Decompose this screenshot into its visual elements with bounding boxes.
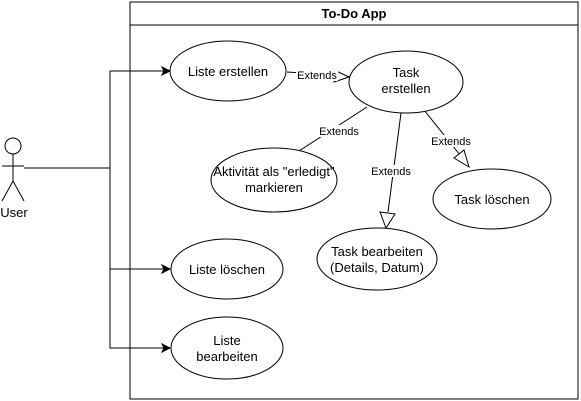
- use-case-task-loeschen: Task löschen: [432, 168, 552, 230]
- system-title: To-Do App: [322, 6, 387, 21]
- use-case-liste-erstellen: Liste erstellen: [169, 40, 287, 102]
- extends-label-1: Extends: [297, 70, 337, 82]
- use-case-label: (Details, Datum): [330, 260, 424, 275]
- actor-name: User: [0, 205, 28, 220]
- extends-relations: Extends Extends Extends Extends: [276, 69, 472, 230]
- use-case-liste-bearbeiten: Liste bearbeiten: [170, 316, 284, 380]
- extends-line-task-bearbeiten: [387, 112, 402, 213]
- extends-label-2: Extends: [319, 126, 359, 138]
- extends-arrow-task-loeschen: [453, 149, 470, 169]
- extends-label-3: Extends: [371, 166, 411, 178]
- use-case-label: Aktivität als "erledigt": [213, 164, 335, 179]
- use-case-label: Liste: [213, 333, 240, 348]
- arrowhead-liste-loeschen: [160, 263, 172, 275]
- extends-arrow-task-bearbeiten: [379, 211, 396, 230]
- use-case-label: bearbeiten: [196, 349, 257, 364]
- use-case-label: erstellen: [381, 81, 430, 96]
- association-lines: [24, 65, 172, 354]
- arrowhead-liste-erstellen: [160, 65, 172, 77]
- use-case-label: Task bearbeiten: [331, 244, 423, 259]
- extends-label-4: Extends: [431, 136, 471, 148]
- actor-user: User: [0, 137, 28, 220]
- use-case-label: Task löschen: [454, 192, 529, 207]
- use-case-label: markieren: [245, 180, 303, 195]
- extends-line-task-loeschen: [423, 109, 461, 156]
- use-case-label: Liste erstellen: [188, 64, 268, 79]
- use-case-label: Liste löschen: [189, 262, 265, 277]
- use-case-aktivitaet-erledigt: Aktivität als "erledigt" markieren: [210, 147, 338, 213]
- use-case-label: Task: [393, 65, 420, 80]
- use-case-task-erstellen: Task erstellen: [348, 50, 464, 114]
- arrowhead-liste-bearbeiten: [160, 342, 172, 354]
- use-case-liste-loeschen: Liste löschen: [170, 238, 284, 300]
- association-liste-erstellen: [24, 70, 164, 169]
- association-liste-bearbeiten: [109, 269, 164, 349]
- use-case-task-bearbeiten: Task bearbeiten (Details, Datum): [316, 227, 438, 291]
